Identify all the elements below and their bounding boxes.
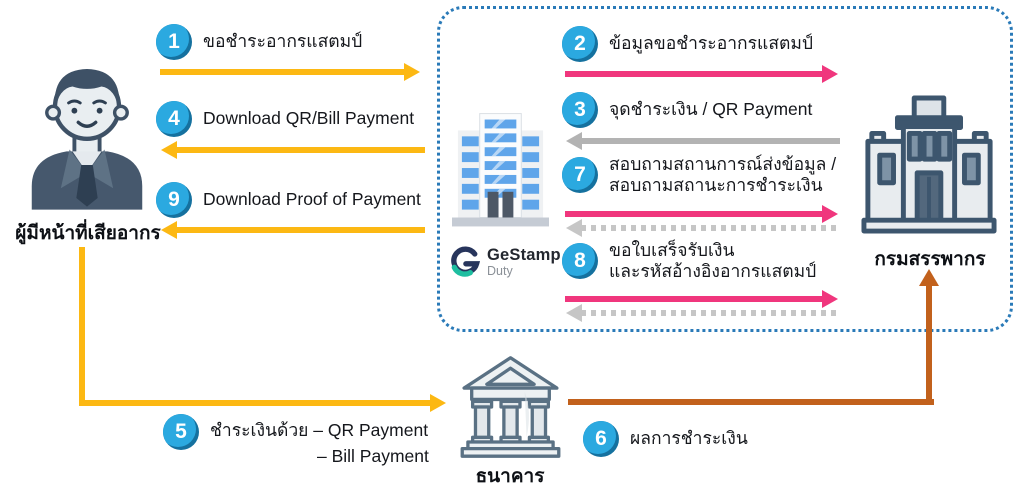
- gestamp-g-icon: [451, 246, 481, 277]
- arrow-step-1: [160, 63, 420, 81]
- step-2: 2 ข้อมูลขอชำระอากรแสตมป์: [562, 26, 813, 62]
- government-building-icon: [861, 95, 997, 234]
- arrow-step-8-response: [566, 304, 840, 322]
- arrow-step-7-request: [565, 205, 838, 223]
- step-8-label-line2: และรหัสอ้างอิงอากรแสตมป์: [609, 261, 817, 282]
- step-3: 3 จุดชำระเงิน / QR Payment: [562, 92, 812, 128]
- arrow-step-2: [565, 65, 838, 83]
- step-4: 4 Download QR/Bill Payment: [156, 101, 414, 137]
- bank-icon: [460, 356, 561, 458]
- revenue-department-label: กรมสรรพากร: [874, 249, 986, 270]
- gestamp-logo: GeStamp Duty: [449, 246, 561, 278]
- step-4-label: Download QR/Bill Payment: [203, 108, 415, 129]
- arrow-step-8-request: [565, 290, 838, 308]
- gestamp-system-boundary: [437, 6, 1013, 332]
- step-8: 8 ขอใบเสร็จรับเงิน และรหัสอ้างอิงอากรแสต…: [562, 240, 817, 282]
- bank-label: ธนาคาร: [475, 466, 545, 487]
- step-7-label-line1: สอบถามสถานการณ์ส่งข้อมูล /: [609, 154, 837, 174]
- taxpayer-icon: [31, 69, 143, 210]
- step-2-label: ข้อมูลขอชำระอากรแสตมป์: [609, 33, 814, 54]
- step-7: 7 สอบถามสถานการณ์ส่งข้อมูล / สอบถามสถานะ…: [562, 154, 837, 196]
- step-1-label: ขอชำระอากรแสตมป์: [203, 31, 363, 52]
- step-5-label-line2: – Bill Payment: [317, 446, 429, 467]
- step-6-badge: 6: [583, 421, 619, 457]
- step-9-label: Download Proof of Payment: [203, 189, 421, 210]
- step-9-badge: 9: [156, 182, 192, 218]
- arrow-step-7-response: [566, 219, 840, 237]
- gestamp-logo-sub: Duty: [487, 263, 513, 278]
- step-1: 1 ขอชำระอากรแสตมป์: [156, 24, 362, 60]
- step-8-badge: 8: [562, 243, 598, 280]
- step-9: 9 Download Proof of Payment: [156, 182, 421, 218]
- step-6: 6 ผลการชำระเงิน: [583, 421, 748, 457]
- step-7-badge: 7: [562, 157, 598, 194]
- step-3-badge: 3: [562, 92, 598, 128]
- step-8-label-line1: ขอใบเสร็จรับเงิน: [609, 240, 735, 260]
- step-7-label-line2: สอบถามสถานะการชำระเงิน: [609, 175, 823, 196]
- connector-bank-revenue-horizontal: [568, 399, 934, 405]
- step-1-badge: 1: [156, 24, 192, 60]
- step-5-label-line1: ชำระเงินด้วย – QR Payment: [210, 420, 429, 440]
- connector-taxpayer-bank-horizontal: [79, 394, 446, 412]
- office-building-icon: [452, 113, 549, 227]
- step-4-badge: 4: [156, 101, 192, 137]
- step-5-badge: 5: [163, 414, 199, 450]
- connector-bank-revenue-vertical: [926, 285, 932, 405]
- arrow-step-4: [161, 141, 425, 159]
- connector-taxpayer-bank-vertical: [79, 247, 85, 403]
- taxpayer-label: ผู้มีหน้าที่เสียอากร: [15, 223, 161, 244]
- step-6-label: ผลการชำระเงิน: [630, 428, 748, 449]
- step-2-badge: 2: [562, 26, 598, 62]
- arrow-step-3: [566, 132, 840, 150]
- connector-bank-revenue-arrowhead: [919, 269, 939, 286]
- arrow-step-9: [161, 221, 425, 239]
- step-5: 5 ชำระเงินด้วย – QR Payment – Bill Payme…: [163, 414, 429, 467]
- step-3-label: จุดชำระเงิน / QR Payment: [609, 99, 813, 120]
- gestamp-logo-name: GeStamp: [487, 246, 561, 264]
